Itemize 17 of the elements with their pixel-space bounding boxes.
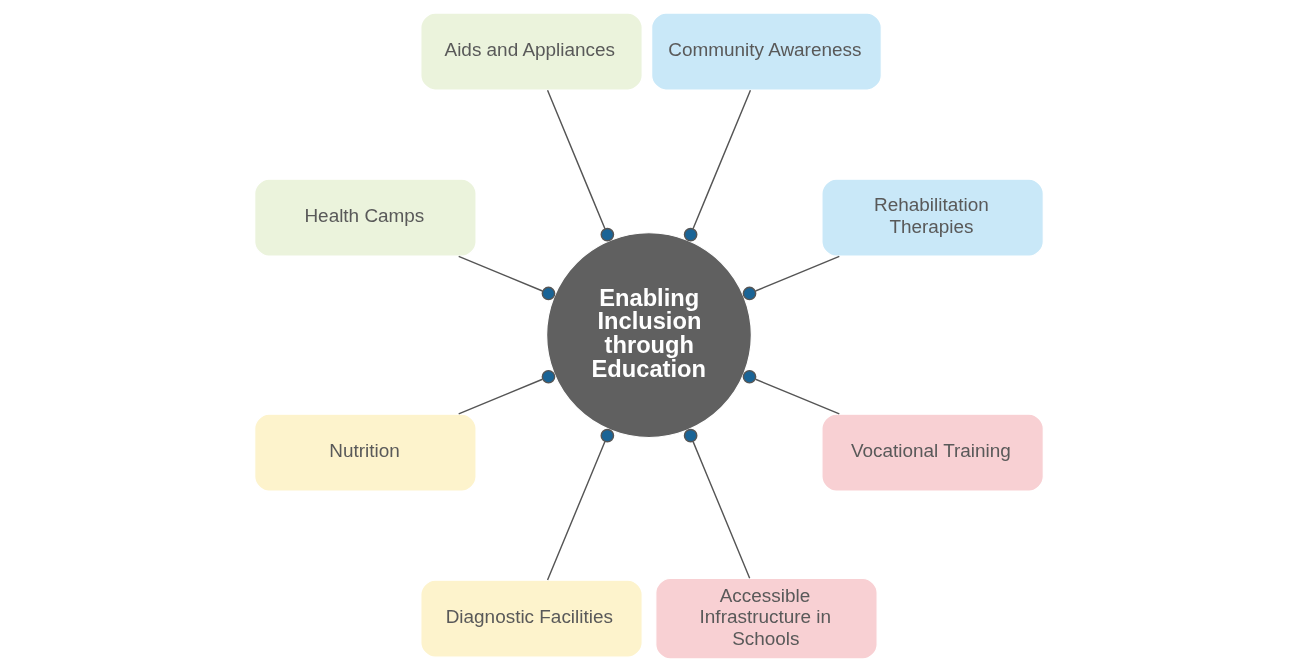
connector <box>546 89 615 242</box>
node-box: Health Camps <box>254 178 477 257</box>
node-circle: Enabling Inclusion through Education <box>546 232 752 439</box>
connector <box>742 369 840 415</box>
node-box: Aids and Appliances <box>420 12 643 91</box>
node-box: Community Awareness <box>651 12 882 91</box>
connector <box>683 428 751 579</box>
node-box: Rehabilitation Therapies <box>821 178 1044 257</box>
node-box: Nutrition <box>254 413 477 492</box>
node-box: Vocational Training <box>821 413 1044 492</box>
connector <box>546 428 615 581</box>
node-box: Diagnostic Facilities <box>420 579 643 658</box>
connector <box>742 255 840 301</box>
node-box: Accessible Infrastructure in Schools <box>655 577 878 660</box>
connector <box>683 89 752 242</box>
connector <box>458 369 556 415</box>
connector <box>458 255 556 301</box>
